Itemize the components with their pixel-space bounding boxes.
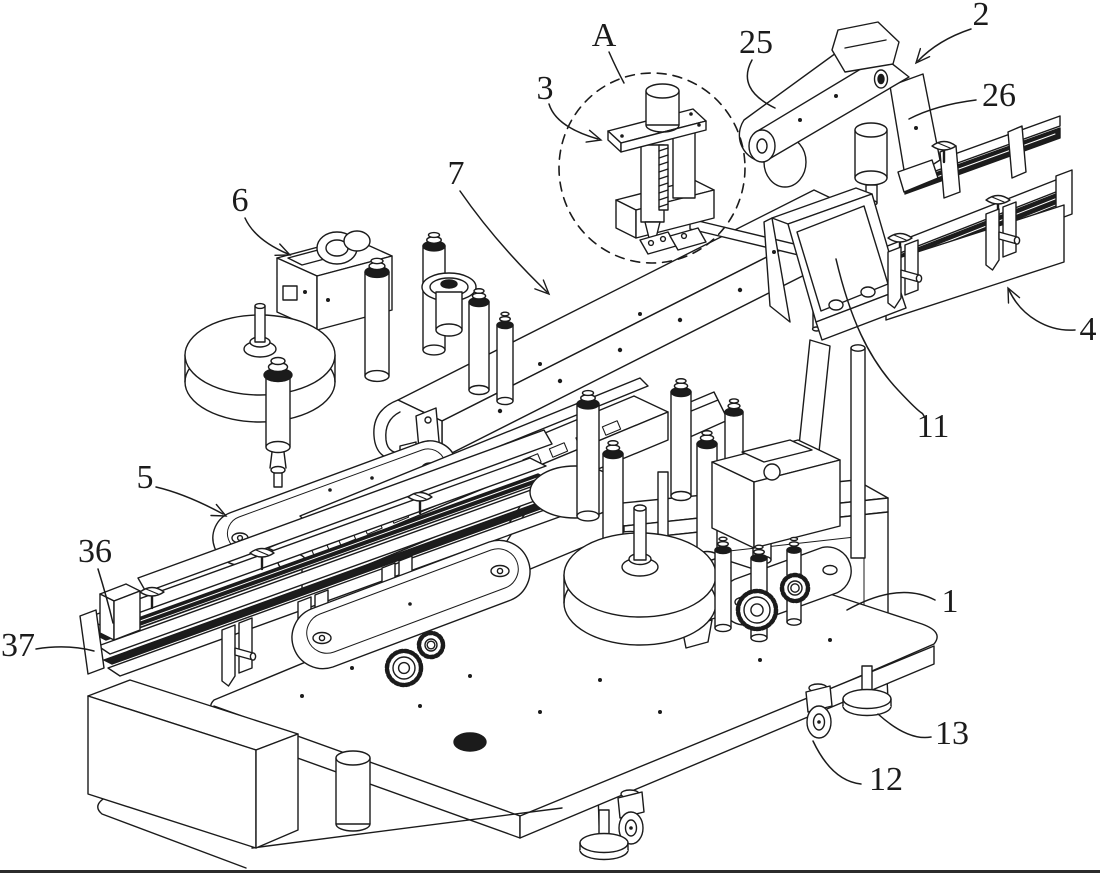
ref-number-5: 5 <box>137 459 154 496</box>
ref-label-6: 6 <box>232 182 292 256</box>
infeed-pedestal <box>88 680 298 848</box>
ref-number-2: 2 <box>973 0 990 33</box>
ref-number-12: 12 <box>869 761 903 798</box>
rollers-center <box>530 379 771 564</box>
ref-label-2: 2 <box>914 0 990 65</box>
ref-label-37: 37 <box>1 627 95 664</box>
labeling-head-left <box>277 231 513 405</box>
casters-feet <box>336 666 891 860</box>
ref-label-26: 26 <box>908 77 1016 120</box>
ref-number-6: 6 <box>232 182 249 219</box>
ref-number-3: 3 <box>537 70 554 107</box>
detail-circle-A <box>559 73 745 263</box>
ref-number-36: 36 <box>78 533 112 570</box>
ref-number-4: 4 <box>1080 311 1097 348</box>
ref-label-5: 5 <box>137 459 228 517</box>
outfeed-conveyor <box>872 116 1072 320</box>
ref-label-A: A <box>592 17 625 84</box>
guide-block-36 <box>100 584 140 640</box>
ref-number-7: 7 <box>448 155 465 192</box>
ref-number-11: 11 <box>917 408 950 445</box>
ref-number-1: 1 <box>942 583 959 620</box>
ref-label-7: 7 <box>448 155 551 296</box>
ref-label-4: 4 <box>1007 286 1097 348</box>
labeling-arm <box>739 22 940 206</box>
ref-number-37: 37 <box>1 627 35 664</box>
drive-unit-right <box>712 345 865 642</box>
ref-number-A: A <box>592 17 617 54</box>
ref-label-1: 1 <box>846 583 959 620</box>
ref-label-3: 3 <box>537 70 603 143</box>
machine-art <box>80 22 1072 868</box>
ref-label-36: 36 <box>78 533 114 624</box>
sprockets-left <box>387 633 443 685</box>
label-reel-upper <box>185 304 335 487</box>
ref-label-12: 12 <box>812 740 903 798</box>
ref-label-13: 13 <box>877 713 969 752</box>
corner-belt-lower <box>292 540 530 668</box>
figure-bottom-rule <box>0 870 1100 873</box>
ref-number-13: 13 <box>935 715 969 752</box>
infeed-conveyor <box>80 142 1020 687</box>
hmi-panel <box>762 188 906 522</box>
height-adjust-unit <box>608 84 714 254</box>
ref-number-25: 25 <box>739 24 773 61</box>
ref-label-25: 25 <box>739 24 776 109</box>
ref-number-26: 26 <box>982 77 1016 114</box>
label-reel-lower <box>564 505 716 645</box>
ref-label-11: 11 <box>835 258 950 445</box>
